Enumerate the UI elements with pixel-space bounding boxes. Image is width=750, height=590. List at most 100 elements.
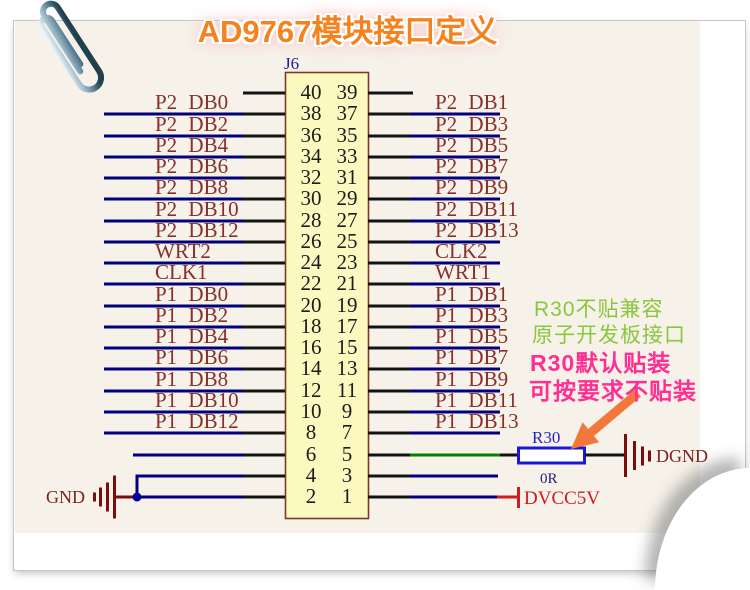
pin-number-right: 17 [337,314,358,338]
pin-number-left: 38 [301,101,322,125]
pin-number-right: 27 [337,208,358,232]
net-label-left: P1 DB2 [155,303,228,327]
pin-number-right: 1 [342,484,353,508]
pin-number-left: 2 [306,484,317,508]
paperclip-wire [38,0,105,93]
pin-number-left: 22 [301,271,322,295]
page-title: AD9767模块接口定义 [197,14,498,49]
pin-number-left: 26 [301,229,322,253]
connector-row: 4 3 [135,463,498,497]
net-label-left: P1 DB4 [155,324,229,348]
pin-number-right: 33 [337,144,358,168]
pin-number-left: 24 [301,250,323,274]
paperclip [38,0,105,93]
pin-number-right: 35 [337,123,358,147]
net-label-left: WRT2 [155,239,211,263]
gnd-label: GND [46,487,85,507]
pin-number-left: 40 [301,80,322,104]
connector-row: P1 DB0 20 19 P1 DB1 [104,282,508,317]
pin-number-left: 10 [301,399,322,423]
net-label-right: P2 DB11 [435,197,518,221]
net-label-left: P2 DB2 [155,112,228,136]
pin-number-left: 14 [301,356,323,380]
net-label-right: P2 DB7 [435,154,508,178]
pin-number-right: 23 [337,250,358,274]
net-label-right: P2 DB1 [435,90,508,114]
net-label-right: P1 DB5 [435,324,508,348]
pin-number-left: 6 [306,442,317,466]
connector-row: WRT2 24 23 CLK2 [104,239,500,274]
connector-designator: J6 [284,54,299,73]
connector-row: P1 DB6 14 13 P1 DB7 [104,345,508,380]
pin-number-right: 7 [342,420,353,444]
net-label-right: P1 DB1 [435,282,508,306]
pin-number-left: 8 [306,420,317,444]
pin-number-right: 29 [337,186,358,210]
arrow-head [571,422,600,449]
connector-row: P1 DB4 16 15 P1 DB5 [104,324,508,359]
pin-number-right: 19 [337,293,358,317]
pin-number-right: 9 [342,399,353,423]
net-label-right: P1 DB11 [435,388,518,412]
note-pink-line1: R30默认贴装 [530,350,672,376]
connector-row: 40 39 [243,80,413,104]
net-label-left: P2 DB12 [155,218,239,242]
net-label-right: P1 DB7 [435,345,508,369]
connector-row: P1 DB8 12 11 P1 DB9 [104,367,508,402]
pin-number-right: 21 [337,271,358,295]
wire-left-bend [135,474,244,497]
note-green-line1: R30不贴兼容 [534,298,664,321]
pin-number-right: 3 [342,463,353,487]
net-label-left: P2 DB8 [155,175,228,199]
net-label-right: CLK2 [435,239,488,263]
dgnd-symbol [624,434,651,477]
pin-number-right: 37 [337,101,358,125]
net-label-right: P2 DB3 [435,112,508,136]
dvcc5v-label: DVCC5V [524,488,600,509]
pin-number-left: 18 [301,314,322,338]
note-pink-line2: 可按要求不贴装 [529,378,697,404]
connector-row: P2 DB0 38 37 P2 DB1 [104,90,508,125]
connector-row: P1 DB12 8 7 P1 DB13 [104,409,519,444]
pin-number-right: 15 [337,335,358,359]
dgnd-label: DGND [656,446,708,466]
resistor-body [517,446,586,465]
pin-number-right: 13 [337,356,358,380]
callout-arrow [571,389,641,449]
net-label-left: P1 DB10 [155,388,239,412]
connector-body [284,71,370,520]
pin-number-left: 16 [301,335,322,359]
net-label-left: P2 DB6 [155,154,228,178]
pin-number-left: 20 [301,293,322,317]
connector-row: P2 DB2 36 35 P2 DB3 [104,112,508,147]
pin-number-left: 12 [301,378,322,402]
connector-row: P2 DB8 30 29 P2 DB9 [104,175,508,210]
connector-row: GND 2 1 DVCC5V [46,475,600,519]
resistor-designator: R30 [532,428,560,447]
resistor-value: 0R [540,471,558,487]
net-label-left: CLK1 [155,260,208,284]
net-label-left: P1 DB0 [155,282,228,306]
connector-row: P2 DB6 32 31 P2 DB7 [104,154,508,189]
pin-number-right: 11 [337,378,357,402]
net-label-left: P1 DB12 [155,409,239,433]
net-label-right: P1 DB9 [435,367,508,391]
net-label-right: P2 DB9 [435,175,508,199]
pin-number-left: 36 [301,123,322,147]
net-label-right: P1 DB13 [435,409,519,433]
pin-number-right: 5 [342,442,353,466]
connector-row: P2 DB12 26 25 P2 DB13 [104,218,519,253]
pin-number-left: 32 [301,165,322,189]
pin-number-right: 39 [337,80,358,104]
net-label-left: P2 DB4 [155,133,229,157]
pin-number-left: 28 [301,208,322,232]
pin-number-left: 4 [306,463,317,487]
net-label-right: WRT1 [435,260,491,284]
net-label-left: P2 DB10 [155,197,239,221]
connector-row: 6 5 R30 0R DGND [133,428,708,487]
net-label-right: P1 DB3 [435,303,508,327]
net-label-right: P2 DB5 [435,133,508,157]
connector-row: P2 DB10 28 27 P2 DB11 [104,197,518,232]
